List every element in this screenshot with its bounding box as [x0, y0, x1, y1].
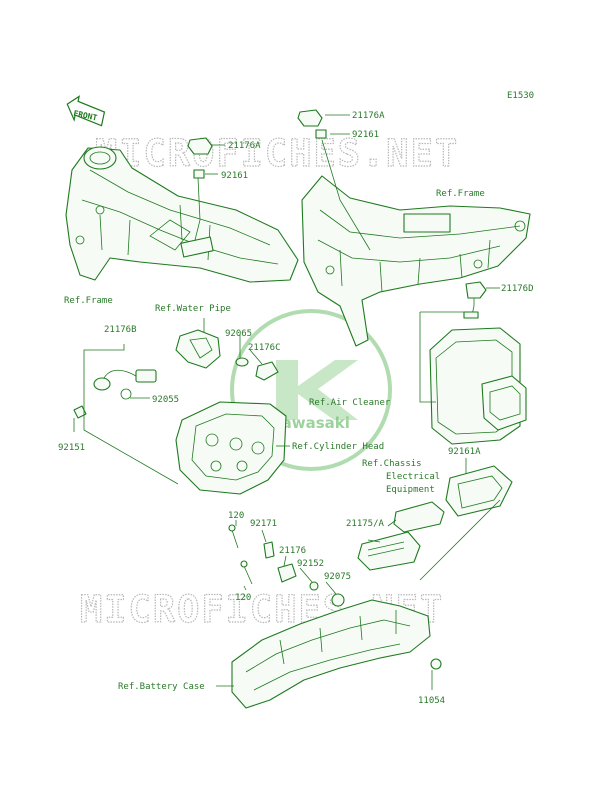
- label-ref-air-cleaner: Ref.Air Cleaner: [309, 398, 391, 408]
- logo-text: Kawasaki: [270, 414, 350, 432]
- diagram-code: E1530: [507, 91, 534, 101]
- label-ref-frame-right: Ref.Frame: [436, 189, 485, 199]
- label-ref-cylinder-head: Ref.Cylinder Head: [292, 442, 384, 452]
- label-21176a-left: 21176A: [228, 141, 261, 151]
- label-ref-chassis-2: Electrical: [386, 472, 440, 482]
- watermark-top: MICROFICHES.NET: [95, 132, 459, 175]
- label-92152: 92152: [297, 559, 324, 569]
- label-92161-top: 92161: [352, 130, 379, 140]
- left-frame-part: [65, 146, 299, 283]
- front-arrow-icon: FRONT: [66, 95, 106, 127]
- cylinder-head-part: [175, 401, 290, 495]
- label-92161-left: 92161: [221, 171, 248, 181]
- label-92151: 92151: [58, 443, 85, 453]
- label-92075: 92075: [324, 572, 351, 582]
- label-ref-chassis-3: Equipment: [386, 485, 435, 495]
- label-120-bottom: 120: [235, 593, 251, 603]
- label-ref-water-pipe: Ref.Water Pipe: [155, 304, 231, 314]
- label-11054: 11054: [418, 696, 445, 706]
- sensor-21176a-left: [187, 137, 225, 241]
- label-120-top: 120: [228, 511, 244, 521]
- chassis-electrical-part: [357, 458, 513, 571]
- sensor-21176a-top: [297, 109, 371, 251]
- battery-case-part: [216, 499, 501, 709]
- label-92171: 92171: [250, 519, 277, 529]
- label-21176a-top: 21176A: [352, 111, 385, 121]
- label-92065: 92065: [225, 329, 252, 339]
- label-ref-battery-case: Ref.Battery Case: [118, 682, 205, 692]
- small-fasteners-part: [228, 520, 345, 607]
- label-21176: 21176: [279, 546, 306, 556]
- label-ref-chassis-1: Ref.Chassis: [362, 459, 422, 469]
- sensor-21176b: [73, 344, 179, 485]
- label-21176b: 21176B: [104, 325, 137, 335]
- label-21175a: 21175/A: [346, 519, 385, 529]
- label-92055: 92055: [152, 395, 179, 405]
- label-ref-frame-left: Ref.Frame: [64, 296, 113, 306]
- right-frame-part: [301, 175, 531, 347]
- label-21176d: 21176D: [501, 284, 534, 294]
- sensor-21176d: [463, 281, 500, 319]
- label-21176c: 21176C: [248, 343, 281, 353]
- air-cleaner-part: [419, 311, 527, 445]
- kawasaki-logo: Kawasaki: [230, 309, 392, 471]
- label-92161a: 92161A: [448, 447, 481, 457]
- water-pipe-part: [175, 318, 279, 381]
